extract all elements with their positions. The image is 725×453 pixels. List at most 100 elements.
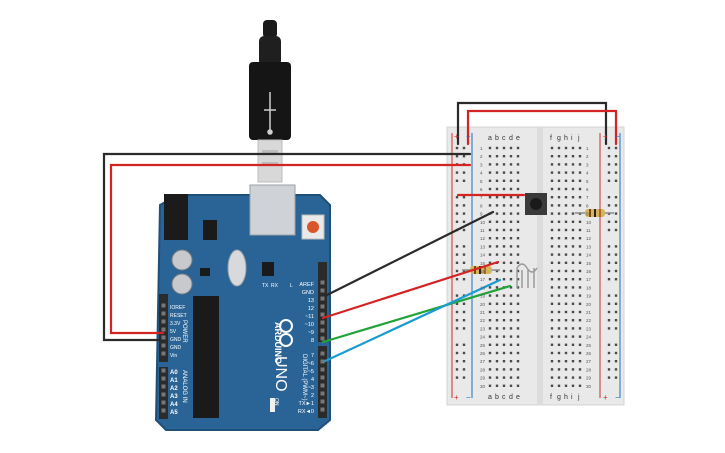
breadboard-hole[interactable]	[509, 384, 513, 387]
breadboard-hole[interactable]	[502, 343, 506, 346]
breadboard-hole[interactable]	[557, 155, 561, 158]
breadboard-hole[interactable]	[516, 310, 520, 314]
breadboard-hole[interactable]	[557, 343, 561, 346]
rail-hole[interactable]	[462, 327, 466, 330]
breadboard-hole[interactable]	[571, 360, 575, 363]
breadboard-hole[interactable]	[550, 171, 554, 174]
breadboard-hole[interactable]	[571, 269, 575, 273]
breadboard-hole[interactable]	[557, 294, 561, 297]
breadboard-hole[interactable]	[495, 294, 499, 297]
breadboard-hole[interactable]	[564, 310, 568, 314]
breadboard-hole[interactable]	[557, 237, 561, 240]
breadboard-hole[interactable]	[578, 286, 582, 289]
rail-hole[interactable]	[614, 376, 618, 379]
breadboard-hole[interactable]	[509, 187, 513, 191]
breadboard-hole[interactable]	[509, 163, 513, 166]
breadboard-hole[interactable]	[516, 261, 520, 264]
breadboard-hole[interactable]	[571, 310, 575, 314]
breadboard-hole[interactable]	[550, 146, 554, 150]
breadboard-hole[interactable]	[564, 319, 568, 322]
power-pin[interactable]	[161, 303, 166, 308]
breadboard-hole[interactable]	[509, 220, 513, 223]
digital-pin[interactable]	[320, 304, 325, 309]
breadboard-hole[interactable]	[550, 351, 554, 355]
breadboard-hole[interactable]	[495, 146, 499, 150]
digital-pin[interactable]	[320, 391, 325, 396]
breadboard-hole[interactable]	[502, 204, 506, 207]
breadboard-hole[interactable]	[571, 261, 575, 264]
rail-hole[interactable]	[455, 294, 459, 297]
rail-hole[interactable]	[462, 343, 466, 346]
breadboard-hole[interactable]	[502, 253, 506, 256]
resistor-pulldown[interactable]	[575, 209, 614, 217]
breadboard-hole[interactable]	[495, 237, 499, 240]
breadboard-hole[interactable]	[502, 228, 506, 232]
breadboard-hole[interactable]	[509, 319, 513, 322]
rail-hole[interactable]	[462, 278, 466, 281]
breadboard-hole[interactable]	[502, 319, 506, 322]
breadboard-hole[interactable]	[550, 269, 554, 273]
rail-hole[interactable]	[462, 261, 466, 264]
rail-hole[interactable]	[462, 302, 466, 305]
breadboard-hole[interactable]	[509, 204, 513, 207]
breadboard-hole[interactable]	[557, 351, 561, 355]
breadboard-hole[interactable]	[578, 171, 582, 174]
breadboard-hole[interactable]	[502, 196, 506, 199]
digital-pin[interactable]	[320, 375, 325, 380]
rail-hole[interactable]	[614, 163, 618, 166]
breadboard-hole[interactable]	[516, 253, 520, 256]
rail-hole[interactable]	[614, 179, 618, 182]
rail-hole[interactable]	[462, 253, 466, 256]
rail-hole[interactable]	[614, 319, 618, 322]
rail-hole[interactable]	[462, 319, 466, 322]
breadboard-hole[interactable]	[495, 155, 499, 158]
breadboard-hole[interactable]	[557, 163, 561, 166]
breadboard-hole[interactable]	[578, 163, 582, 166]
rail-hole[interactable]	[607, 310, 611, 314]
breadboard-hole[interactable]	[564, 228, 568, 232]
breadboard-hole[interactable]	[509, 360, 513, 363]
breadboard-hole[interactable]	[578, 146, 582, 150]
breadboard-hole[interactable]	[578, 376, 582, 379]
breadboard-hole[interactable]	[557, 368, 561, 371]
analog-pin[interactable]	[161, 368, 166, 373]
wires[interactable]	[102, 101, 618, 364]
rail-hole[interactable]	[614, 212, 618, 215]
breadboard-hole[interactable]	[564, 302, 568, 305]
breadboard-hole[interactable]	[578, 368, 582, 371]
breadboard-hole[interactable]	[509, 179, 513, 182]
rail-hole[interactable]	[614, 351, 618, 355]
rail-hole[interactable]	[462, 220, 466, 223]
breadboard-hole[interactable]	[495, 368, 499, 371]
breadboard-hole[interactable]	[578, 155, 582, 158]
breadboard-hole[interactable]	[578, 187, 582, 191]
breadboard-hole[interactable]	[516, 351, 520, 355]
breadboard-hole[interactable]	[557, 278, 561, 281]
rail-hole[interactable]	[607, 196, 611, 199]
breadboard-hole[interactable]	[564, 187, 568, 191]
rail-hole[interactable]	[614, 278, 618, 281]
breadboard-hole[interactable]	[488, 360, 492, 363]
digital-pin[interactable]	[320, 288, 325, 293]
breadboard-hole[interactable]	[502, 294, 506, 297]
breadboard-hole[interactable]	[557, 220, 561, 223]
rail-hole[interactable]	[455, 327, 459, 330]
breadboard-hole[interactable]	[495, 171, 499, 174]
breadboard-hole[interactable]	[557, 196, 561, 199]
breadboard-hole[interactable]	[578, 335, 582, 338]
power-pin[interactable]	[161, 335, 166, 340]
digital-pin[interactable]	[320, 328, 325, 333]
breadboard-hole[interactable]	[557, 286, 561, 289]
breadboard-hole[interactable]	[550, 163, 554, 166]
breadboard-hole[interactable]	[516, 196, 520, 199]
breadboard-hole[interactable]	[564, 179, 568, 182]
breadboard-hole[interactable]	[564, 212, 568, 215]
breadboard-hole[interactable]	[488, 163, 492, 166]
breadboard-hole[interactable]	[578, 204, 582, 207]
rail-hole[interactable]	[607, 343, 611, 346]
rail-hole[interactable]	[607, 228, 611, 232]
digital-pin[interactable]	[320, 320, 325, 325]
breadboard-hole[interactable]	[557, 384, 561, 387]
breadboard-hole[interactable]	[550, 384, 554, 387]
